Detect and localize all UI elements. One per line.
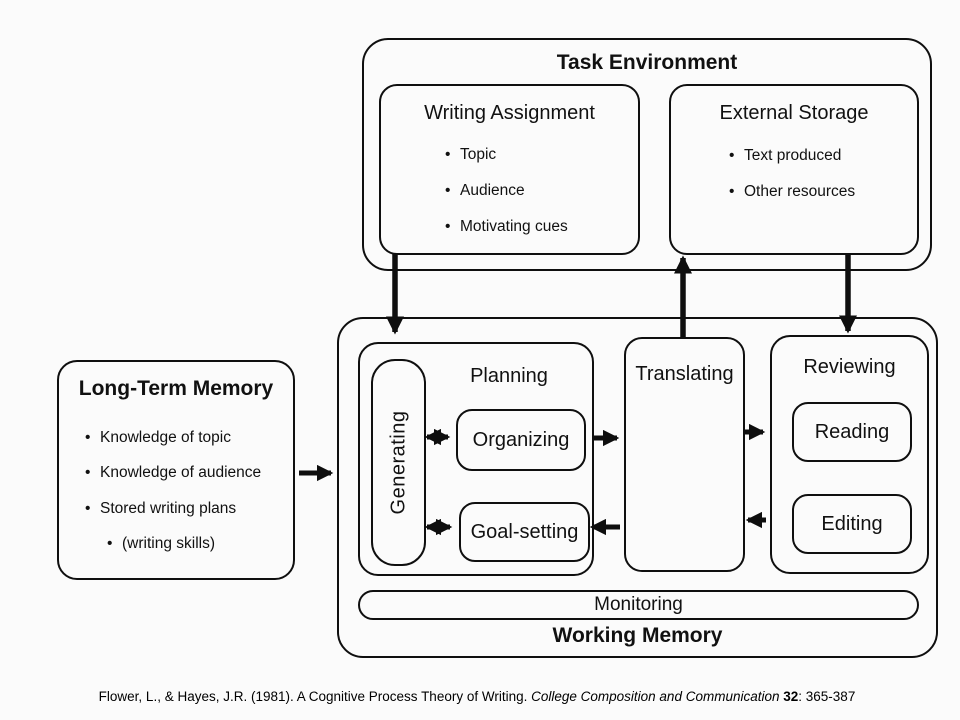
bullet-text: Stored writing plans (100, 499, 237, 517)
long-term-memory-title: Long-Term Memory (78, 377, 274, 400)
writing-assignment-title: Writing Assignment (424, 102, 595, 124)
bullet-dot: • (445, 182, 451, 199)
bullet-text: Audience (460, 182, 525, 199)
bullet-dot: • (445, 218, 451, 235)
bullet-text: Other resources (744, 183, 856, 200)
task-environment-box: Task Environment Writing Assignment • To… (362, 38, 932, 271)
bullet-item: • Text produced (729, 138, 855, 174)
citation-pages: : 365-387 (798, 689, 856, 704)
reviewing-title: Reviewing (803, 356, 896, 378)
planning-box: Planning Generating Organizing Goal-sett… (358, 342, 594, 576)
bullet-item: • Audience (445, 173, 568, 209)
citation-prefix: Flower, L., & Hayes, J.R. (1981). A Cogn… (98, 689, 532, 704)
bullet-item: • Other resources (729, 174, 855, 210)
reading-box: Reading (792, 402, 912, 462)
goal-setting-box: Goal-setting (459, 502, 590, 562)
generating-box: Generating (371, 359, 426, 566)
bullet-dot: • (85, 428, 91, 446)
bullet-text: Motivating cues (460, 218, 568, 235)
generating-label: Generating (387, 410, 409, 515)
bullet-dot: • (85, 499, 91, 517)
task-environment-title: Task Environment (556, 51, 738, 74)
bullet-item: • Knowledge of audience (85, 456, 261, 492)
bullet-text: (writing skills) (122, 535, 215, 553)
bullet-text: Knowledge of topic (100, 428, 231, 446)
long-term-memory-bullets: • Knowledge of topic • Knowledge of audi… (85, 420, 261, 562)
external-storage-title: External Storage (719, 102, 869, 124)
long-term-memory-box: Long-Term Memory • Knowledge of topic • … (57, 360, 295, 580)
bullet-dot: • (445, 146, 451, 163)
translating-title: Translating (635, 363, 734, 385)
external-storage-bullets: • Text produced • Other resources (729, 138, 855, 210)
bullet-item: • (writing skills) (107, 527, 261, 563)
organizing-box: Organizing (456, 409, 586, 471)
writing-assignment-bullets: • Topic • Audience • Motivating cues (445, 137, 568, 245)
editing-box: Editing (792, 494, 912, 554)
working-memory-box: Working Memory Planning Generating Organ… (337, 317, 938, 658)
bullet-text: Text produced (744, 147, 842, 164)
bullet-item: • Topic (445, 137, 568, 173)
reviewing-box: Reviewing Reading Editing (770, 335, 929, 574)
bullet-dot: • (85, 464, 91, 482)
working-memory-title: Working Memory (552, 624, 723, 647)
citation-journal: College Composition and Communication (531, 689, 780, 704)
citation: Flower, L., & Hayes, J.R. (1981). A Cogn… (0, 689, 954, 704)
external-storage-box: External Storage • Text produced • Other… (669, 84, 919, 255)
planning-title: Planning (470, 365, 548, 387)
monitoring-box: Monitoring (358, 590, 919, 620)
citation-volume: 32 (779, 689, 799, 704)
bullet-dot: • (107, 535, 113, 553)
bullet-text: Knowledge of audience (100, 464, 262, 482)
bullet-item: • Motivating cues (445, 209, 568, 245)
writing-assignment-box: Writing Assignment • Topic • Audience • … (379, 84, 640, 255)
translating-box: Translating (624, 337, 745, 572)
bullet-item: • Knowledge of topic (85, 420, 261, 456)
bullet-dot: • (729, 183, 735, 200)
bullet-dot: • (729, 147, 735, 164)
bullet-item: • Stored writing plans (85, 491, 261, 527)
bullet-text: Topic (460, 146, 497, 163)
